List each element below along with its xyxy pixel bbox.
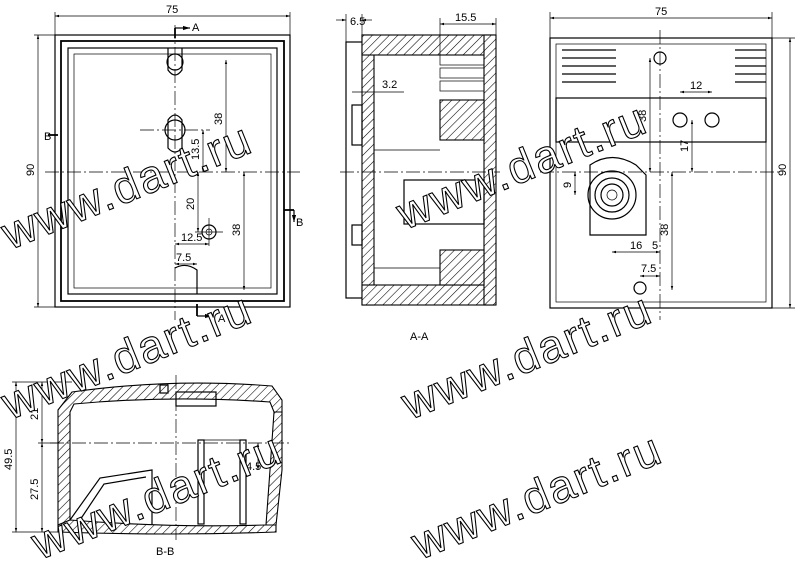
watermarks: www.dart.ru www.dart.ru www.dart.ru www.… [0,91,670,562]
bb-dim-21: 21 [29,408,41,420]
back-dim-12: 12 [690,80,702,92]
watermark-text: www.dart.ru [403,422,669,562]
watermark-text: www.dart.ru [388,92,654,240]
front-dim-13-5: 13.5 [190,139,202,160]
front-dim-20: 20 [185,198,197,210]
bb-dim-27-5: 27.5 [29,479,41,500]
side-dim-6-5: 6.5 [350,16,365,28]
vent-slots-left [562,49,616,83]
front-dim-38: 38 [213,113,225,125]
watermark-text: www.dart.ru [0,112,259,260]
section-a-top-label: A [192,22,200,34]
front-dim-7-5: 7.5 [176,252,191,264]
front-height-dim: 90 [25,164,37,176]
back-dim-9: 9 [562,182,574,188]
bb-dim-4-5: 4.5 [246,461,261,473]
section-bb-caption: B-B [156,546,174,558]
vent-slots-right [735,49,766,83]
section-bb-view: 49.5 21 27.5 4.5 B-B [3,375,290,558]
back-dim-38: 38 [637,110,649,122]
back-dim-38b: 38 [659,224,671,236]
back-height-dim: 90 [777,164,789,176]
front-view: A A B B 75 90 38 13.5 20 38 12.5 7.5 [25,4,303,325]
side-dim-15-5: 15.5 [455,12,476,24]
section-aa-caption: A-A [410,331,429,343]
back-dim-7-5: 7.5 [641,263,656,275]
section-b-right-label: B [296,217,303,229]
side-dim-3-2: 3.2 [382,79,397,91]
back-dim-5: 5 [652,240,658,252]
back-width-dim: 75 [655,6,667,18]
back-dim-17: 17 [679,140,691,152]
side-section-view: 6.5 15.5 3.2 A-A [336,12,500,343]
front-dim-12-5: 12.5 [181,232,202,244]
back-view: 75 90 12 38 17 9 16 5 38 7.5 [540,6,795,320]
back-dim-16: 16 [630,240,642,252]
watermark-text: www.dart.ru [0,282,259,430]
bb-dim-49-5: 49.5 [3,449,15,470]
round-socket [587,156,647,236]
front-width-dim: 75 [166,4,178,16]
front-dim-38b: 38 [231,224,243,236]
section-b-left-label: B [44,131,51,143]
section-a-bottom-label: A [218,313,226,325]
